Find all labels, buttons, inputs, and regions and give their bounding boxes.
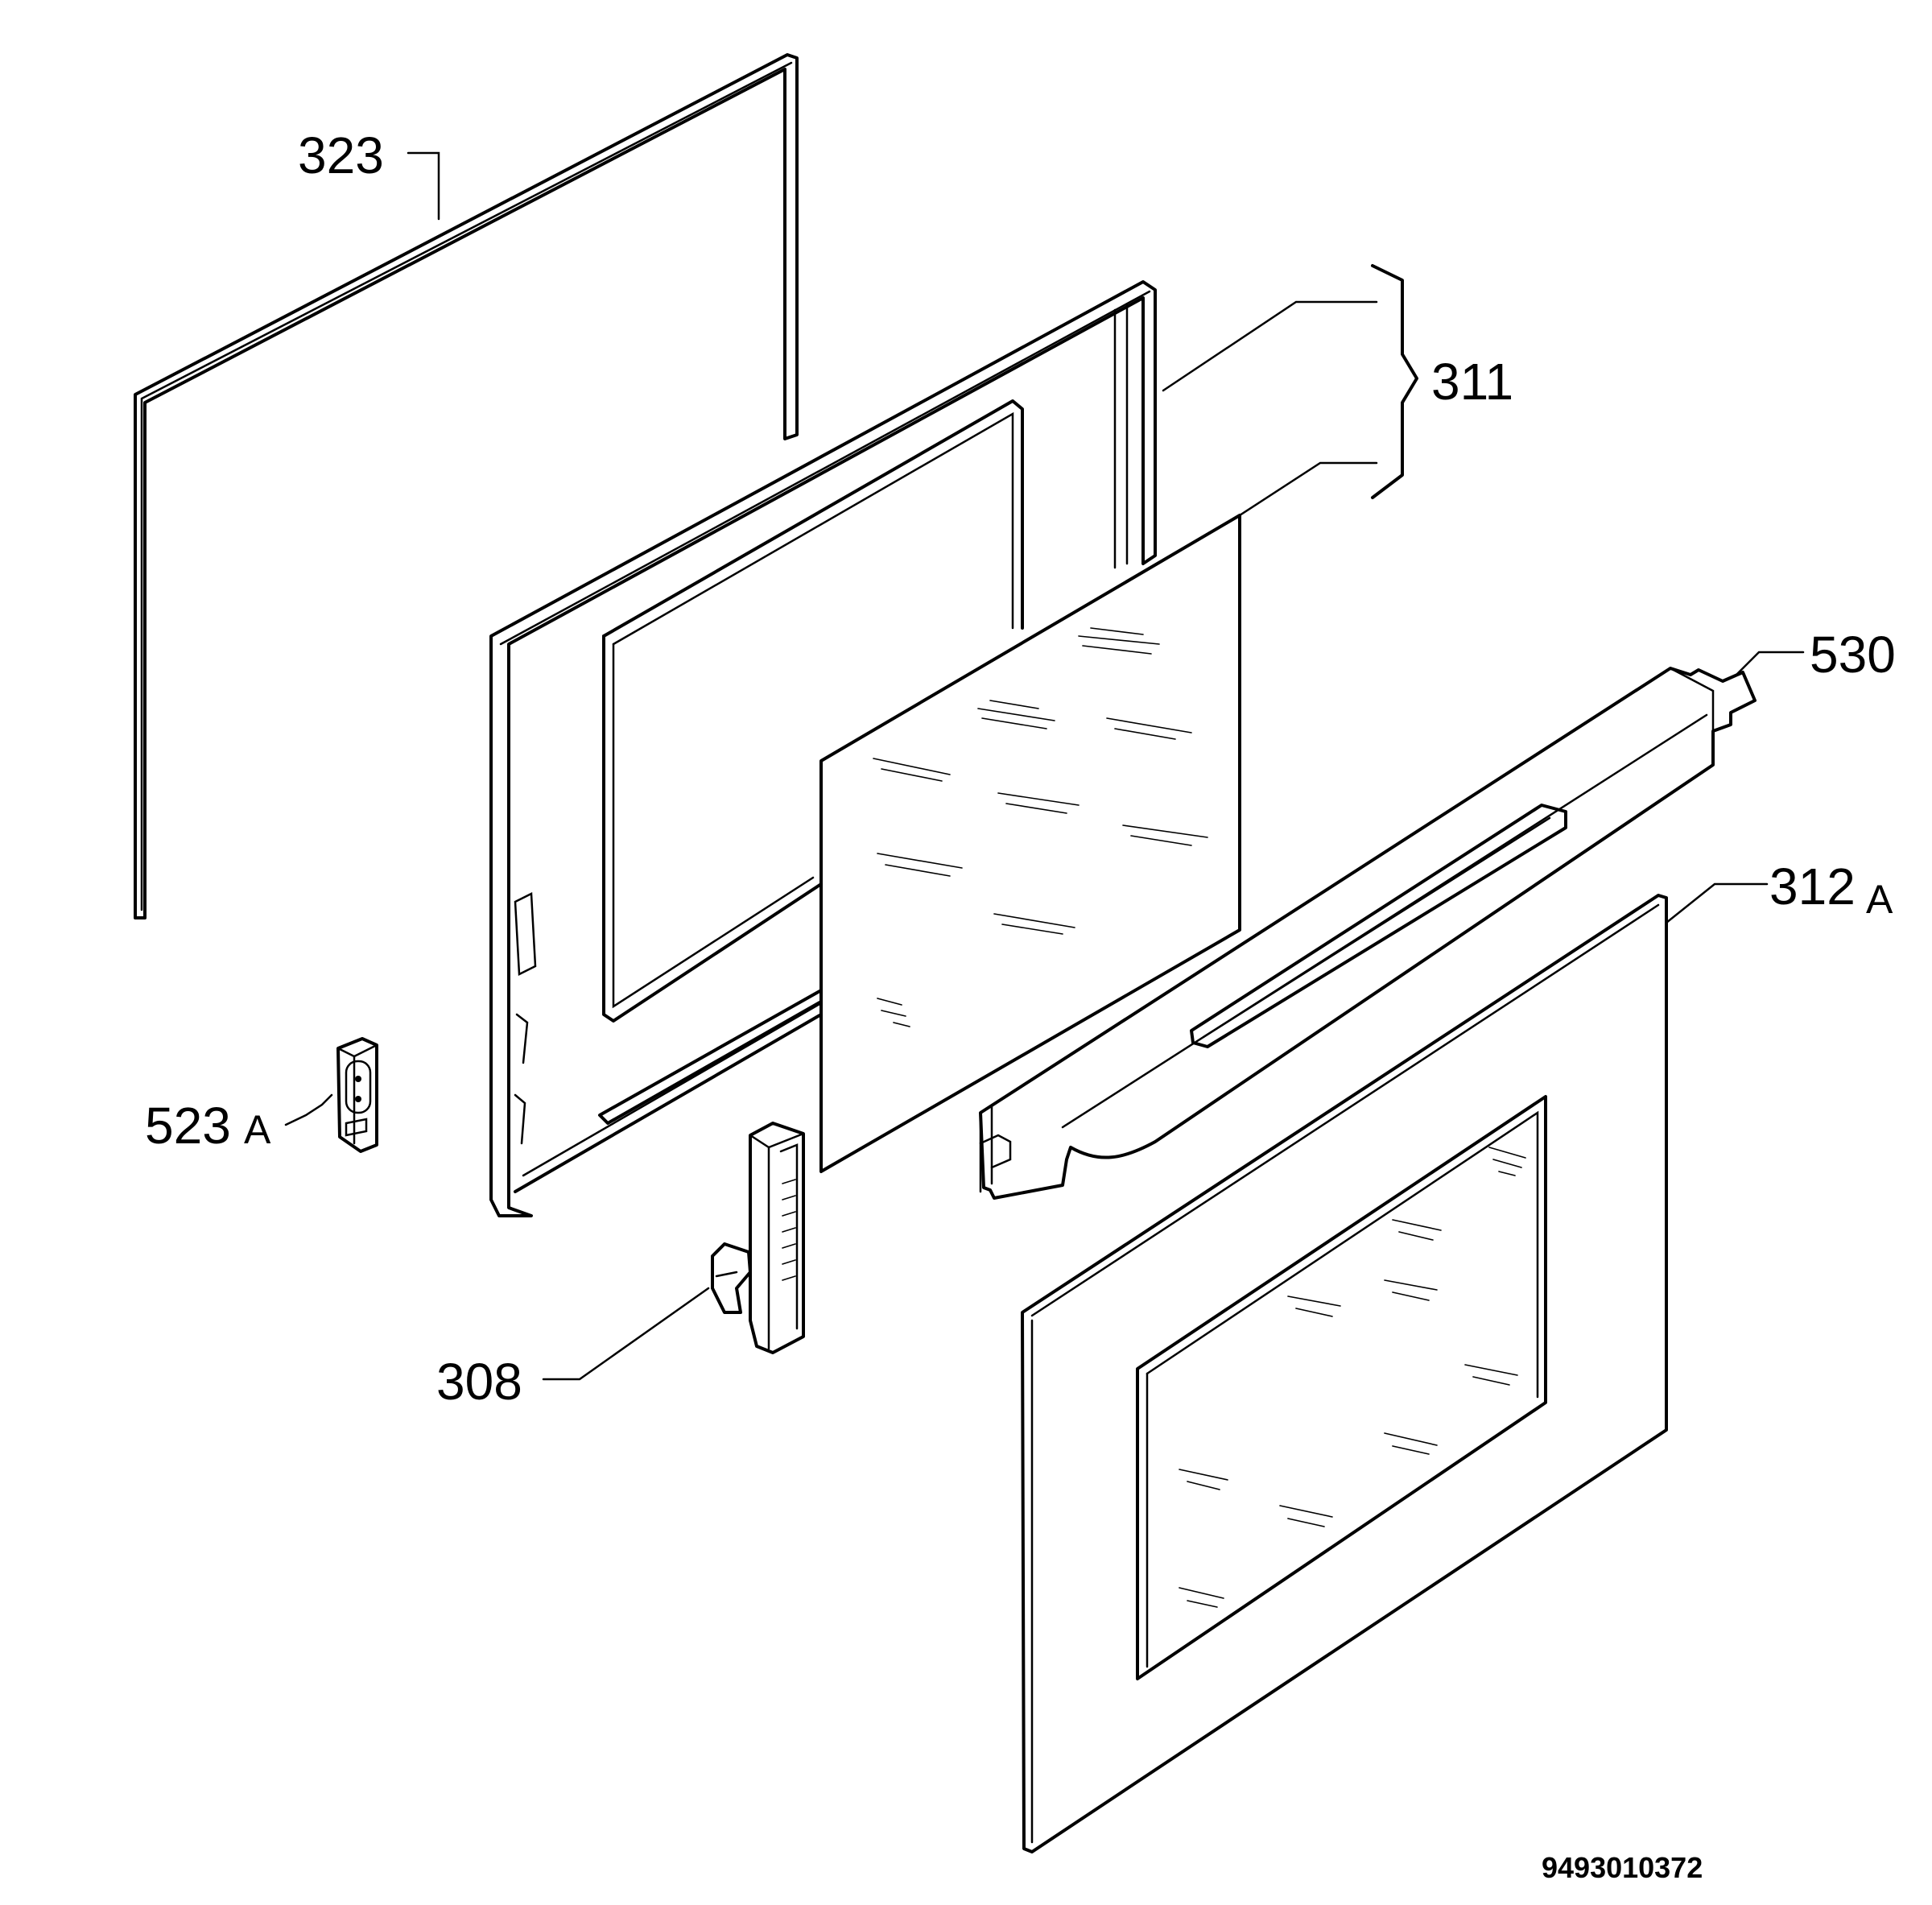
leader-308 [542,1287,710,1381]
label-308: 308 [436,1353,522,1411]
label-523: 523 [145,1097,231,1155]
brace-311 [1371,264,1418,499]
leader-312A [1665,882,1769,924]
leader-323 [407,151,440,221]
label-323: 323 [298,126,384,184]
part-311-glass-pane [819,514,1241,1173]
label-311: 311 [1431,353,1513,411]
leader-523A [284,1093,333,1126]
label-312-suffix: A [1866,877,1893,922]
part-523A-catch-bracket [336,1037,378,1153]
label-312: 312 [1769,857,1856,915]
part-311-inner-frame [489,280,1157,1217]
part-530-top-trim [979,667,1757,1200]
glass-reflection-hatching [873,627,1208,1027]
label-530: 530 [1810,626,1896,684]
label-523-suffix: A [244,1107,271,1152]
outer-glass-reflection-hatching [1179,1147,1526,1608]
leader-311-upper [1162,300,1378,392]
leader-530 [1733,651,1805,678]
part-323-door-seal [134,53,799,919]
part-308-hinge [711,1122,805,1354]
leader-311-lower [1238,461,1378,517]
part-312A-outer-glass-panel [1021,894,1668,1853]
leader-lines [284,151,1805,1381]
drawing-code: 9493010372 [1542,1851,1703,1884]
